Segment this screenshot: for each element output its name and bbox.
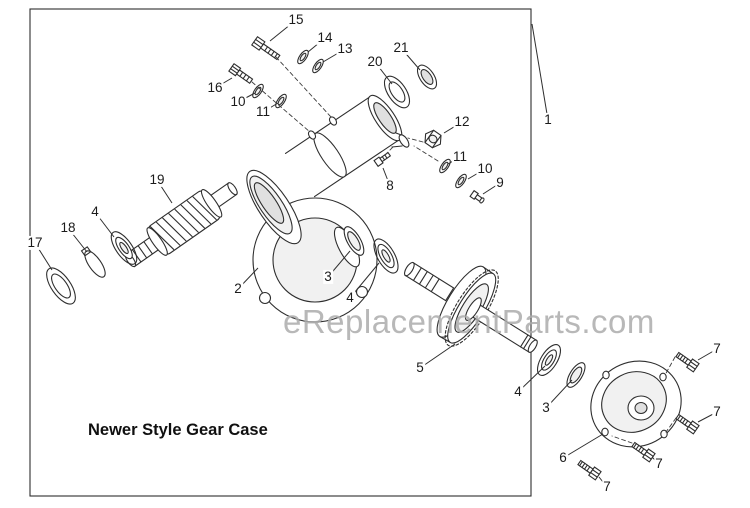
part-washer bbox=[439, 158, 451, 174]
part-screw bbox=[631, 441, 656, 463]
callout-2: 2 bbox=[233, 280, 243, 297]
assembly-guide-lines bbox=[251, 56, 677, 444]
part-bushing bbox=[416, 64, 438, 90]
callout-3: 3 bbox=[541, 399, 551, 416]
part-screw bbox=[577, 459, 602, 481]
callout-4: 4 bbox=[90, 203, 100, 220]
callout-4: 4 bbox=[513, 383, 523, 400]
part-cover-plate bbox=[590, 360, 682, 448]
part-bearing bbox=[110, 231, 138, 265]
part-bolt bbox=[250, 35, 281, 61]
callout-20: 20 bbox=[366, 53, 384, 70]
callout-16: 16 bbox=[206, 79, 224, 96]
callout-7: 7 bbox=[602, 478, 612, 495]
part-worm-gear bbox=[124, 182, 238, 268]
part-seal bbox=[343, 226, 365, 256]
callout-6: 6 bbox=[558, 449, 568, 466]
callout-18: 18 bbox=[59, 219, 77, 236]
part-bolt bbox=[228, 62, 254, 84]
callout-10: 10 bbox=[476, 160, 494, 177]
part-screw-small bbox=[373, 151, 392, 168]
callout-7: 7 bbox=[712, 403, 722, 420]
part-grease-fitting bbox=[469, 189, 485, 204]
callout-21: 21 bbox=[392, 39, 410, 56]
callout-5: 5 bbox=[415, 359, 425, 376]
part-washer bbox=[455, 173, 467, 189]
part-bearing bbox=[373, 238, 399, 274]
part-washer bbox=[275, 93, 287, 109]
callout-11: 11 bbox=[451, 148, 469, 165]
callout-12: 12 bbox=[453, 113, 471, 130]
callout-11: 11 bbox=[254, 103, 272, 120]
diagram-caption: Newer Style Gear Case bbox=[88, 421, 268, 439]
callout-9: 9 bbox=[495, 174, 505, 191]
callout-1: 1 bbox=[543, 111, 553, 128]
callout-14: 14 bbox=[316, 29, 334, 46]
callout-15: 15 bbox=[287, 11, 305, 28]
part-output-gear-shaft bbox=[404, 261, 538, 353]
part-washer bbox=[252, 83, 264, 99]
callout-13: 13 bbox=[336, 40, 354, 57]
part-screw bbox=[675, 413, 700, 435]
part-screw bbox=[675, 351, 700, 373]
callout-4: 4 bbox=[345, 289, 355, 306]
callout-19: 19 bbox=[148, 171, 166, 188]
part-washer bbox=[312, 58, 324, 74]
part-washer bbox=[297, 49, 309, 65]
part-bearing bbox=[536, 344, 562, 376]
callout-17: 17 bbox=[26, 234, 44, 251]
part-seal-washer bbox=[46, 267, 76, 305]
callout-10: 10 bbox=[229, 93, 247, 110]
callout-7: 7 bbox=[712, 340, 722, 357]
callout-8: 8 bbox=[385, 177, 395, 194]
diagram-border bbox=[29, 8, 532, 497]
callout-7: 7 bbox=[654, 455, 664, 472]
part-hex-nut bbox=[424, 129, 442, 149]
callout-3: 3 bbox=[323, 268, 333, 285]
